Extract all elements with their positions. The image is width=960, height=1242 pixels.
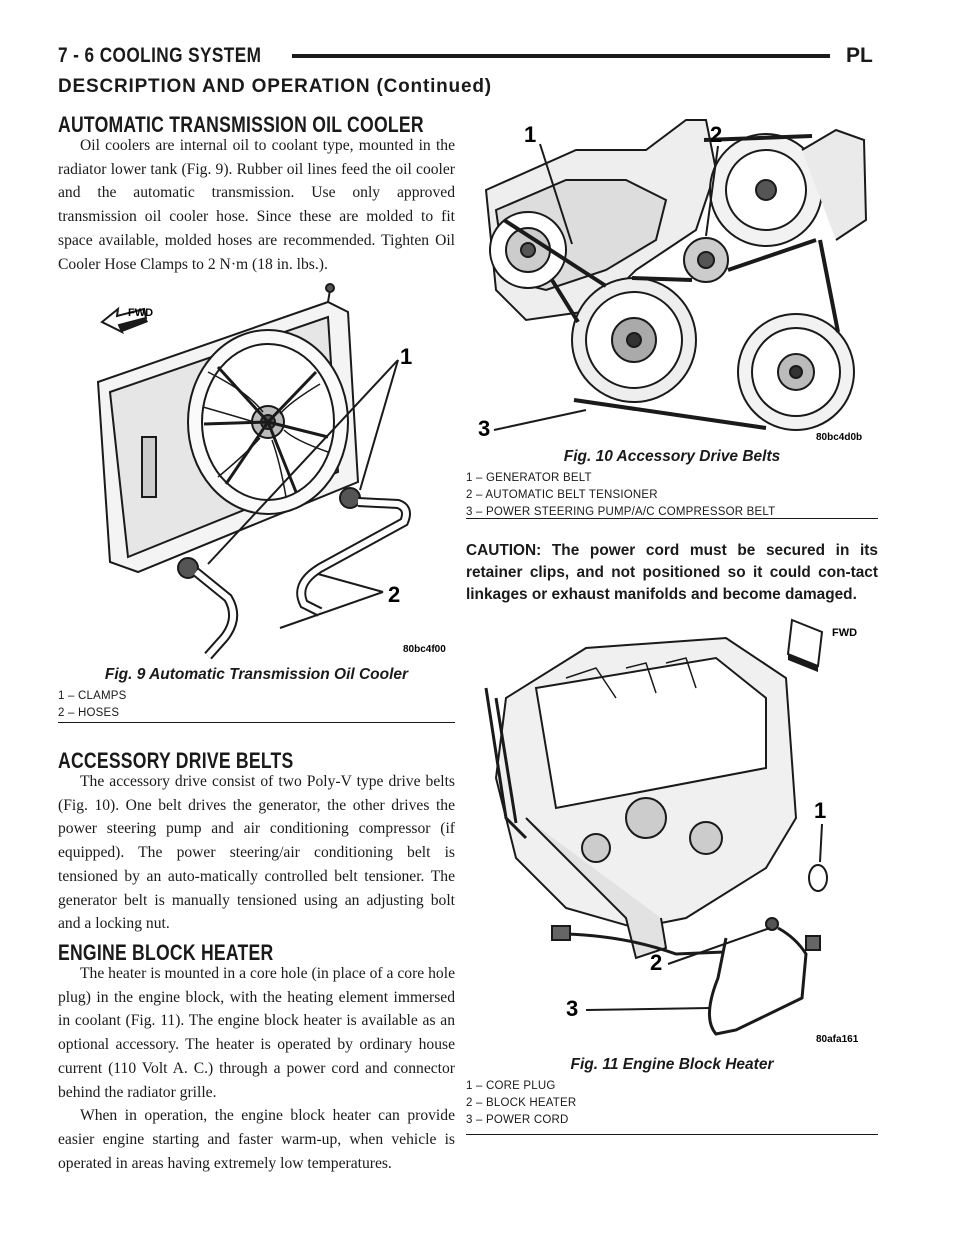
block-heater-body: The heater is mounted in a core hole (in… [58,962,455,1175]
fig9-code: 80bc4f00 [403,644,446,655]
radiator-drawing [96,283,411,660]
fwd-arrow-icon [786,618,824,672]
fig9-legend-item: 1 – CLAMPS [58,690,127,702]
block-heater-illustration: FWD 1 2 3 80afa161 [484,618,859,1045]
fig10-code: 80bc4d0b [816,432,862,443]
header-rule [292,54,830,58]
fig10-callout-2: 2 [710,122,722,147]
oil-cooler-paragraph: Oil coolers are internal oil to coolant … [58,137,455,273]
block-heater-paragraph-2: When in operation, the engine block heat… [58,1107,455,1172]
page-header-section: 7 - 6 COOLING SYSTEM [58,44,262,67]
fig9-fwd-label: FWD [128,307,153,319]
fig11-legend-item: 2 – BLOCK HEATER [466,1097,577,1109]
fig9-callout-1: 1 [400,344,412,369]
section-continued-heading: DESCRIPTION AND OPERATION (Continued) [58,76,492,97]
figure-9: FWD 1 2 [58,272,455,723]
fig9-legend: 1 – CLAMPS 2 – HOSES [58,688,455,722]
drive-belts-paragraph: The accessory drive consist of two Poly-… [58,773,455,933]
caution-text: CAUTION: The power cord must be secured … [466,542,878,603]
fig10-callout-1: 1 [524,122,536,147]
fig9-legend-item: 2 – HOSES [58,707,120,719]
fig11-caption: Fig. 11 Engine Block Heater [570,1056,774,1073]
drive-belts-body: The accessory drive consist of two Poly-… [58,770,455,936]
fig10-callout-3: 3 [478,416,490,441]
engine-block-drawing [484,636,828,1036]
fig11-legend-item: 1 – CORE PLUG [466,1080,556,1092]
fig11-callouts: 1 2 3 [566,798,826,1021]
figure-10: 1 2 3 80bc4d0b Fig. 10 Accessory Drive B… [466,110,878,519]
fig11-callout-1: 1 [814,798,826,823]
fig9-callouts: 1 2 [207,344,412,629]
oil-cooler-illustration: FWD 1 2 [96,283,446,660]
drive-belts-illustration: 1 2 3 80bc4d0b [478,119,868,443]
fig10-legend-item: 1 – GENERATOR BELT [466,472,592,484]
fig11-legend-item: 3 – POWER CORD [466,1114,569,1126]
fig11-callout-2: 2 [650,950,662,975]
heading-oil-cooler: AUTOMATIC TRANSMISSION OIL COOLER [58,112,424,137]
fig10-callouts: 1 2 3 [478,122,722,441]
fig10-caption: Fig. 10 Accessory Drive Belts [563,448,781,465]
fig11-legend: 1 – CORE PLUG 2 – BLOCK HEATER 3 – POWER… [466,1078,878,1129]
caution-note: CAUTION: The power cord must be secured … [466,540,878,606]
fig9-callout-2: 2 [388,582,400,607]
fig11-code: 80afa161 [816,1034,859,1045]
fig10-legend-item: 2 – AUTOMATIC BELT TENSIONER [466,489,658,501]
fig11-fwd-label: FWD [832,627,857,639]
oil-cooler-body: Oil coolers are internal oil to coolant … [58,134,455,276]
fig10-legend-item: 3 – POWER STEERING PUMP/A/C COMPRESSOR B… [466,506,776,518]
heading-drive-belts: ACCESSORY DRIVE BELTS [58,748,294,773]
fig11-callout-3: 3 [566,996,578,1021]
figure-11: FWD 1 2 3 80afa161 Fig. 11 [466,618,878,1135]
block-heater-paragraph-1: The heater is mounted in a core hole (in… [58,965,455,1101]
fig10-legend: 1 – GENERATOR BELT 2 – AUTOMATIC BELT TE… [466,470,878,521]
fwd-arrow-icon [100,306,148,335]
page-header-code: PL [846,44,873,67]
fig9-caption: Fig. 9 Automatic Transmission Oil Cooler [104,666,409,683]
heading-block-heater: ENGINE BLOCK HEATER [58,940,274,965]
engine-front-drawing [484,119,868,431]
